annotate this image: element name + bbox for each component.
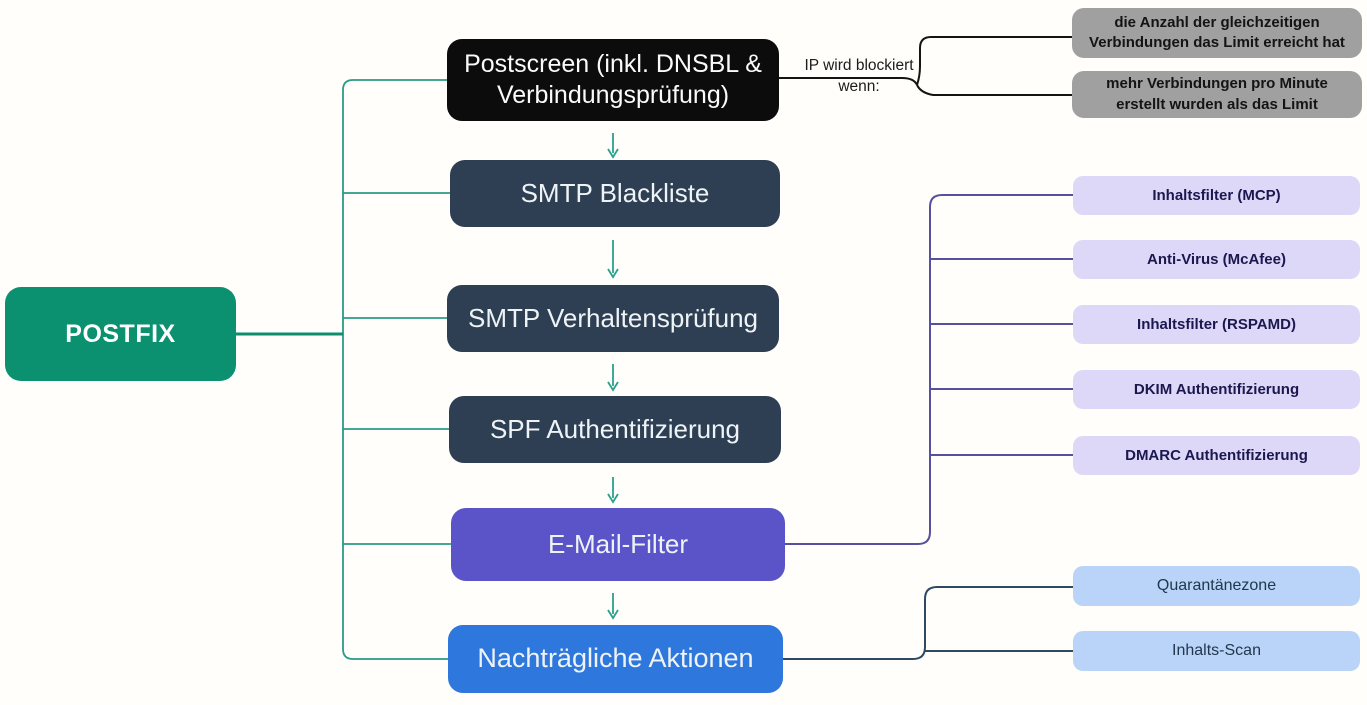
edge-label-ip-blockiert: IP wird blockiert wenn: (804, 57, 914, 95)
filter-box-inhaltsfilter-mcp: Inhaltsfilter (MCP) (1073, 176, 1360, 215)
node-email-filter: E-Mail-Filter (451, 508, 785, 581)
node-postfix: POSTFIX (5, 287, 236, 381)
node-nachtraegliche-aktionen: Nachträgliche Aktionen (448, 625, 783, 693)
connector-email-filter-children (785, 194, 1073, 545)
connector-postfix-tree (236, 79, 451, 660)
filter-box-anti-virus-mcafee: Anti-Virus (McAfee) (1073, 240, 1360, 279)
node-postscreen: Postscreen (inkl. DNSBL & Verbindungsprü… (447, 39, 779, 121)
condition-box-rate-limit: mehr Verbindungen pro Minute erstellt wu… (1072, 71, 1362, 118)
filter-box-dkim: DKIM Authentifizierung (1073, 370, 1360, 409)
condition-box-connection-limit: die Anzahl der gleichzeitigen Verbindung… (1072, 8, 1362, 58)
node-smtp-blackliste: SMTP Blackliste (450, 160, 780, 227)
filter-box-inhaltsfilter-rspamd: Inhaltsfilter (RSPAMD) (1073, 305, 1360, 344)
connector-actions-children (783, 586, 1073, 660)
action-box-inhalts-scan: Inhalts-Scan (1073, 631, 1360, 671)
node-spf-authentifizierung: SPF Authentifizierung (449, 396, 781, 463)
filter-box-dmarc: DMARC Authentifizierung (1073, 436, 1360, 475)
action-box-quarantaenezone: Quarantänezone (1073, 566, 1360, 606)
node-smtp-verhaltenspruefung: SMTP Verhaltensprüfung (447, 285, 779, 352)
